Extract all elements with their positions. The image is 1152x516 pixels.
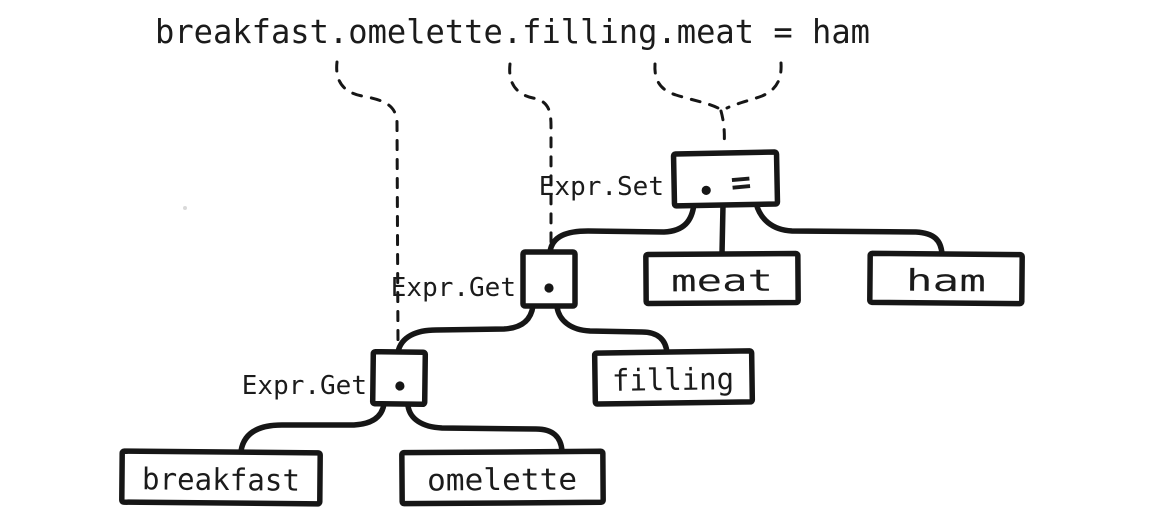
breakfast-box [119, 448, 323, 507]
node-expr-get-outer [520, 249, 578, 309]
paper-speck [183, 206, 187, 210]
node-expr-get-inner [369, 348, 429, 408]
callout-dot1-to-inner-get [335, 60, 400, 347]
omelette-box [399, 448, 606, 507]
expr-set-box [670, 149, 781, 209]
node-expr-set: = [670, 149, 781, 209]
expr-set-label: Expr.Set [539, 172, 664, 202]
ham-label: ham [906, 264, 986, 300]
callout-equals-to-set-right-branch [725, 61, 783, 110]
expr-get-outer-label: Expr.Get [391, 273, 516, 303]
edge-set-to-outer-get [547, 201, 697, 255]
leaf-ham: ham [867, 250, 1025, 307]
dot-token-icon [395, 381, 405, 391]
dot-token-icon [544, 283, 554, 293]
callout-set-stem [719, 109, 726, 149]
breakfast-label: breakfast [142, 462, 300, 498]
meat-box [643, 250, 801, 307]
expr-get-outer-box [520, 249, 578, 309]
omelette-label: omelette [427, 462, 577, 498]
leaf-omelette: omelette [399, 448, 606, 507]
edge-set-to-meat [719, 202, 726, 257]
edge-outer-get-to-filling [554, 304, 670, 356]
leaf-filling: filling [591, 348, 756, 407]
filling-label: filling [612, 362, 734, 399]
edge-outer-get-to-inner-get [395, 303, 536, 355]
edge-inner-get-to-omelette [405, 403, 565, 454]
expr-get-inner-box [369, 348, 429, 408]
ham-box [867, 250, 1025, 307]
meat-label: meat [671, 264, 773, 300]
leaf-breakfast: breakfast [119, 448, 323, 507]
filling-box [591, 348, 756, 407]
edge-set-to-ham [753, 200, 945, 257]
leaf-meat: meat [643, 250, 801, 307]
dot-token-icon [701, 185, 711, 195]
equals-token: = [729, 162, 753, 204]
callout-dot3-to-set-left-branch [653, 62, 720, 110]
callout-dot2-to-outer-get [508, 62, 553, 250]
edge-inner-get-to-breakfast [238, 401, 387, 454]
expr-get-inner-label: Expr.Get [242, 371, 367, 401]
source-expression: breakfast.omelette.filling.meat = ham [155, 12, 870, 51]
